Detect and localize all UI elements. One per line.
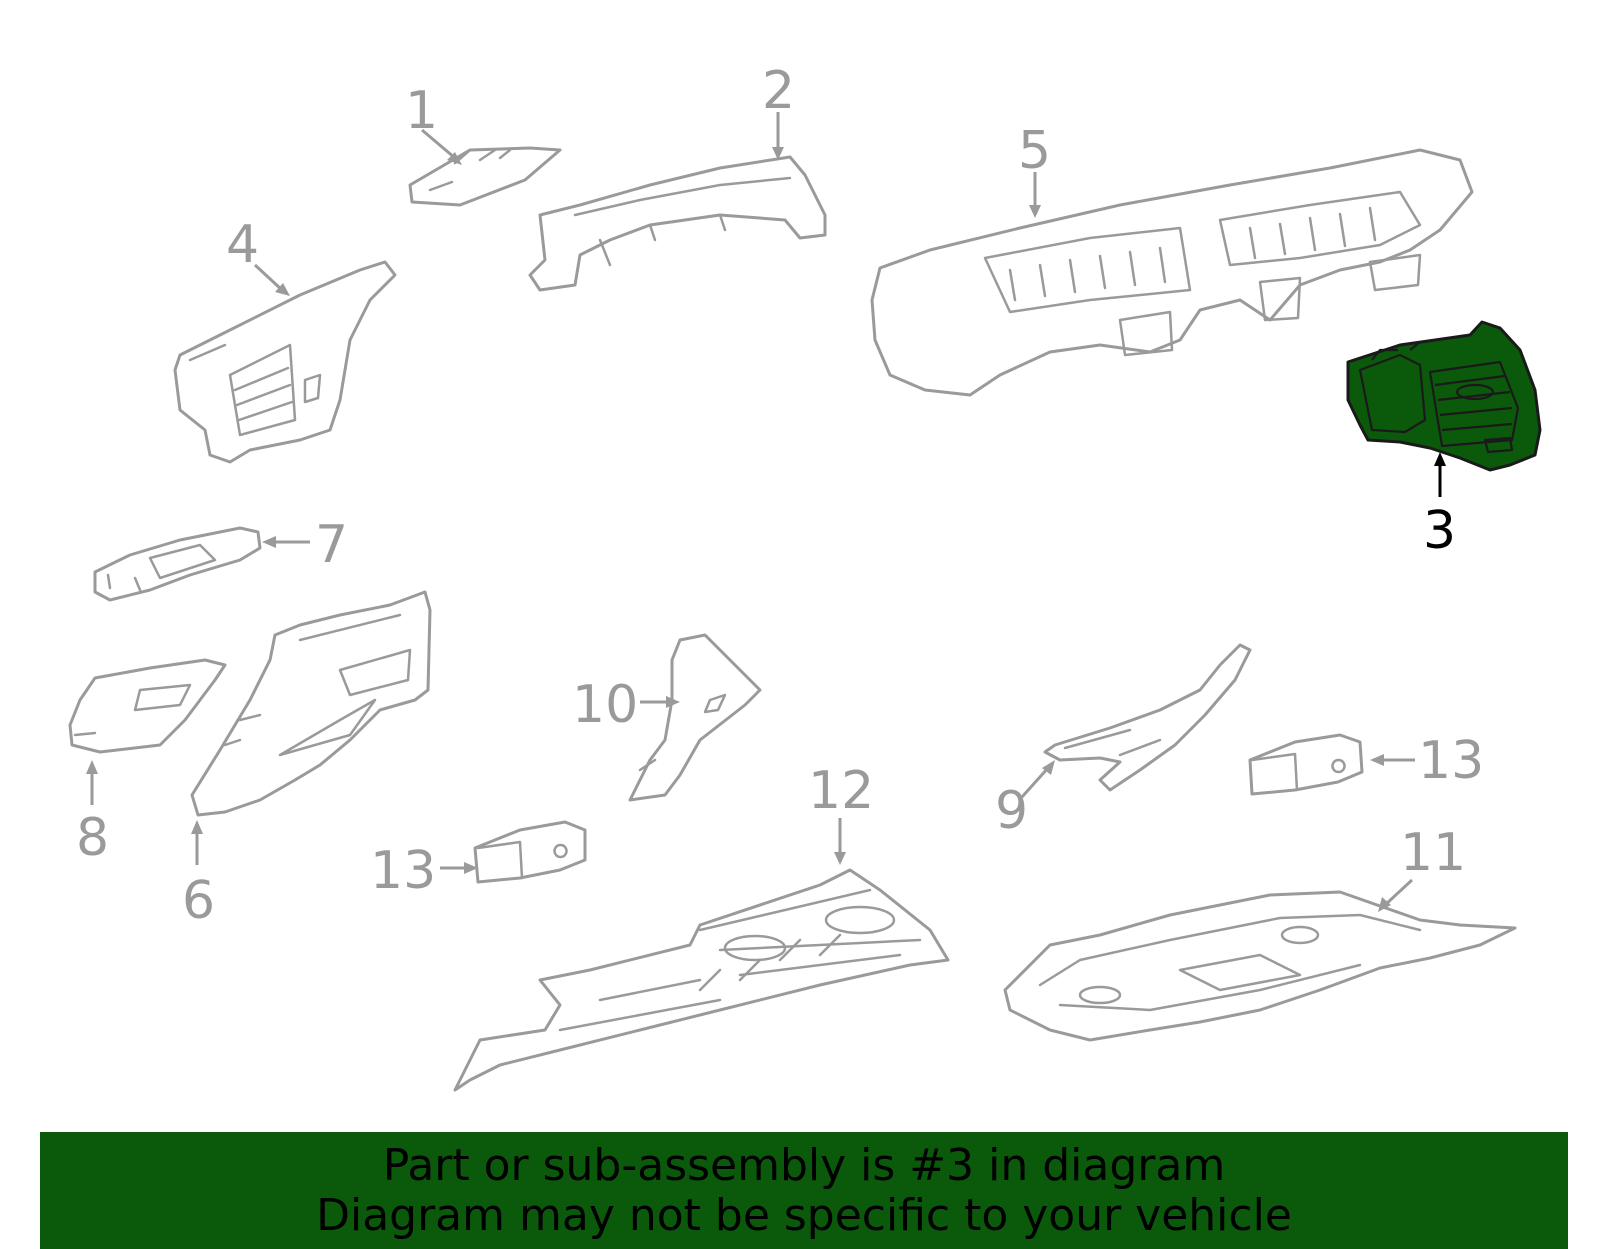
callout-10[interactable]: 10	[572, 675, 638, 735]
leader-11	[1383, 878, 1414, 907]
leader-lines	[86, 112, 1446, 912]
arrowhead-1	[447, 152, 462, 165]
callout-1[interactable]: 1	[405, 81, 438, 141]
callout-13-right[interactable]: 13	[1418, 731, 1484, 791]
callout-12[interactable]: 12	[808, 761, 874, 821]
part-10-trim-piece[interactable]	[628, 633, 762, 802]
part-2-support-bar[interactable]	[528, 155, 827, 292]
arrowhead-12	[834, 852, 846, 865]
leader-9	[1020, 766, 1050, 799]
callout-4[interactable]: 4	[226, 215, 259, 275]
arrowhead-11	[1378, 897, 1391, 912]
part-8-lower-bracket[interactable]	[68, 658, 227, 754]
arrowhead-2	[772, 147, 784, 160]
part-4-left-vent-panel[interactable]	[173, 260, 397, 464]
part-6-knee-panel[interactable]	[190, 590, 432, 817]
arrowhead-6	[191, 820, 203, 834]
callout-3[interactable]: 3	[1423, 501, 1456, 561]
arrowhead-10	[666, 696, 680, 708]
callout-5[interactable]: 5	[1018, 121, 1051, 181]
arrowhead-9	[1042, 760, 1055, 775]
part-7-switch-housing[interactable]	[93, 526, 262, 602]
arrowhead-3	[1434, 452, 1446, 466]
callout-11[interactable]: 11	[1400, 823, 1466, 883]
banner-line-2: Diagram may not be specific to your vehi…	[316, 1189, 1292, 1241]
arrowhead-13b	[1370, 754, 1384, 766]
info-banner: Part or sub-assembly is #3 in diagram Di…	[40, 1132, 1568, 1249]
part-3-side-vent-highlighted[interactable]	[1346, 320, 1542, 472]
leader-1	[421, 128, 456, 160]
callout-8[interactable]: 8	[76, 808, 109, 868]
part-11-glovebox-door[interactable]	[1003, 890, 1517, 1042]
callout-2[interactable]: 2	[762, 61, 795, 121]
callout-6[interactable]: 6	[182, 871, 215, 931]
arrowhead-5	[1029, 205, 1041, 218]
leader-4	[253, 263, 284, 292]
part-13-right-connector[interactable]	[1248, 733, 1364, 796]
callout-labels: 1 2 3 4 5 6 7 8 9 10 11 12 13 13	[76, 61, 1484, 931]
arrowhead-13a	[464, 862, 478, 874]
callout-13-left[interactable]: 13	[370, 841, 436, 901]
part-1-bracket[interactable]	[408, 146, 562, 207]
callout-7[interactable]: 7	[315, 515, 348, 575]
part-5-center-vent-assembly[interactable]	[870, 148, 1474, 397]
banner-line-1: Part or sub-assembly is #3 in diagram	[382, 1139, 1226, 1191]
part-9-trim-strip[interactable]	[1043, 643, 1252, 792]
arrowhead-8	[86, 760, 98, 774]
part-12-glovebox-frame[interactable]	[453, 868, 950, 1092]
callout-9[interactable]: 9	[995, 781, 1028, 841]
arrowhead-7	[262, 536, 276, 548]
part-13-left-connector[interactable]	[473, 820, 587, 884]
arrowhead-4	[275, 283, 290, 296]
